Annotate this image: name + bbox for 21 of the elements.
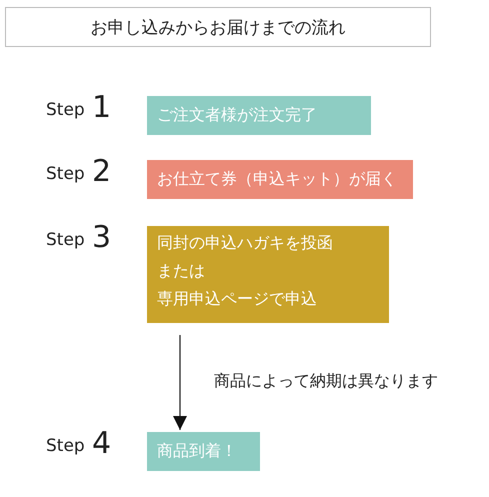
step-word: Step (46, 100, 85, 120)
step-word: Step (46, 230, 85, 250)
step-number: 3 (92, 220, 112, 255)
step-text: お仕立て券（申込キット）が届く (157, 169, 398, 189)
step-box (147, 160, 413, 199)
edge-label: 商品によって納期は異なります (214, 370, 438, 392)
step-text: 同封の申込ハガキを投函 (157, 233, 334, 253)
arrow (173, 335, 187, 430)
step-word: Step (46, 164, 85, 184)
step-word: Step (46, 436, 85, 456)
step-text: または (157, 261, 206, 281)
step-text: 商品到着！ (157, 441, 238, 461)
step-number: 1 (92, 90, 112, 125)
step-box (147, 432, 260, 471)
step-text: ご注文者様が注文完了 (157, 105, 318, 125)
step-box (147, 226, 389, 323)
title-box: お申し込みからお届けまでの流れ (5, 7, 431, 47)
step-number: 4 (92, 426, 112, 461)
step-text: 専用申込ページで申込 (157, 289, 318, 309)
step-number: 2 (92, 154, 112, 189)
step-box (147, 96, 371, 135)
